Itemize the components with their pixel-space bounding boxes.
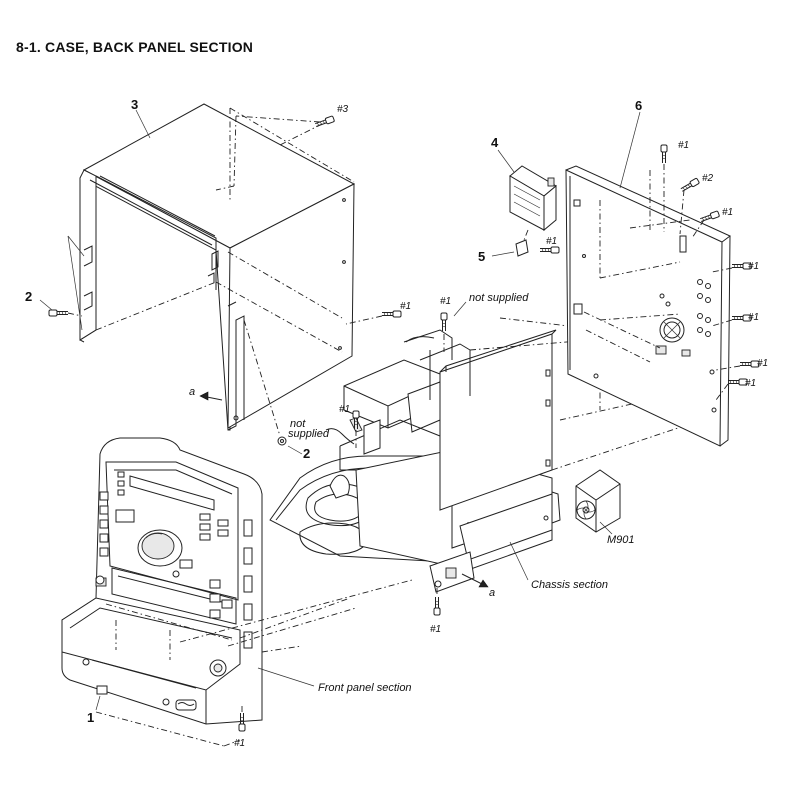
screw-label-1-right-a: #1 (722, 207, 733, 218)
screw-1-front: #1 (234, 704, 246, 749)
ref-label-a-right: a (489, 587, 495, 599)
case-cover (79, 103, 356, 431)
screw-1-right-e: #1 (715, 378, 756, 401)
part-number-3: 3 (131, 97, 138, 112)
screw-1-right-b: #1 (711, 261, 759, 273)
screw-1-right-top: #1 (660, 140, 689, 232)
screw-label-1-mid-top: #1 (440, 296, 451, 307)
label-chassis-section: Chassis section (531, 579, 608, 591)
part-number-4: 4 (491, 135, 499, 150)
screw-label-1-right-b: #1 (748, 261, 759, 272)
ref-label-a-left: a (189, 386, 195, 398)
screw-label-2: #2 (702, 173, 714, 184)
screw-label-3: #3 (337, 104, 349, 115)
label-front-panel-section: Front panel section (318, 682, 412, 694)
screw-2-right: #2 (679, 173, 714, 235)
screw-1-mid: #1 (339, 404, 360, 448)
back-panel (565, 165, 731, 447)
screw-label-1-right-top: #1 (678, 140, 689, 151)
screw-2-lower: 2 (243, 319, 310, 461)
screw-1-right-a: #1 (691, 207, 733, 239)
leader-chassis-section (509, 541, 529, 581)
screw-label-1-mid: #1 (339, 404, 350, 415)
not-supplied-top: #1 not supplied (440, 292, 529, 352)
part-number-6: 6 (635, 98, 642, 113)
not-supplied-lower: not supplied (288, 417, 363, 445)
part-number-1: 1 (87, 710, 94, 725)
ref-a-right: a (461, 573, 495, 599)
screw-1-chassis: #1 (430, 588, 441, 635)
page-title: 8-1. CASE, BACK PANEL SECTION (16, 39, 254, 55)
screw-label-1-front: #1 (234, 738, 245, 749)
leader-part-6 (619, 111, 641, 189)
leader-front-panel-section (257, 667, 315, 687)
part-number-2-lower: 2 (303, 446, 310, 461)
screw-label-1-module: #1 (546, 236, 557, 247)
label-not-supplied-2a: not (290, 418, 306, 430)
label-not-supplied-1: not supplied (469, 292, 529, 304)
chassis-section (269, 317, 705, 593)
label-m901: M901 (607, 534, 635, 546)
screw-3-top: #3 (215, 104, 349, 191)
screw-1-right-d: #1 (715, 358, 768, 371)
screw-label-1-case: #1 (400, 301, 411, 312)
leader-part-3 (135, 109, 151, 139)
screw-label-1-chassis: #1 (430, 624, 441, 635)
front-panel (61, 437, 413, 747)
screw-label-1-right-c: #1 (748, 312, 759, 323)
screw-1-case: #1 (345, 301, 411, 325)
screw-2-left: 2 (25, 235, 85, 331)
ref-a-left: a (189, 386, 223, 401)
screw-1-module: #1 (539, 236, 560, 254)
part-number-5: 5 (478, 249, 485, 264)
part-number-2-left: 2 (25, 289, 32, 304)
part-5-clip: 5 (478, 239, 529, 264)
fan-m901: M901 (575, 469, 635, 546)
part-1-foot: 1 (87, 685, 108, 725)
label-not-supplied-2b: supplied (288, 428, 330, 440)
part-4-module: 4 (491, 135, 557, 241)
screw-label-1-right-d: #1 (757, 358, 768, 369)
screw-1-right-c: #1 (711, 312, 759, 327)
screw-label-1-right-e: #1 (745, 378, 756, 389)
